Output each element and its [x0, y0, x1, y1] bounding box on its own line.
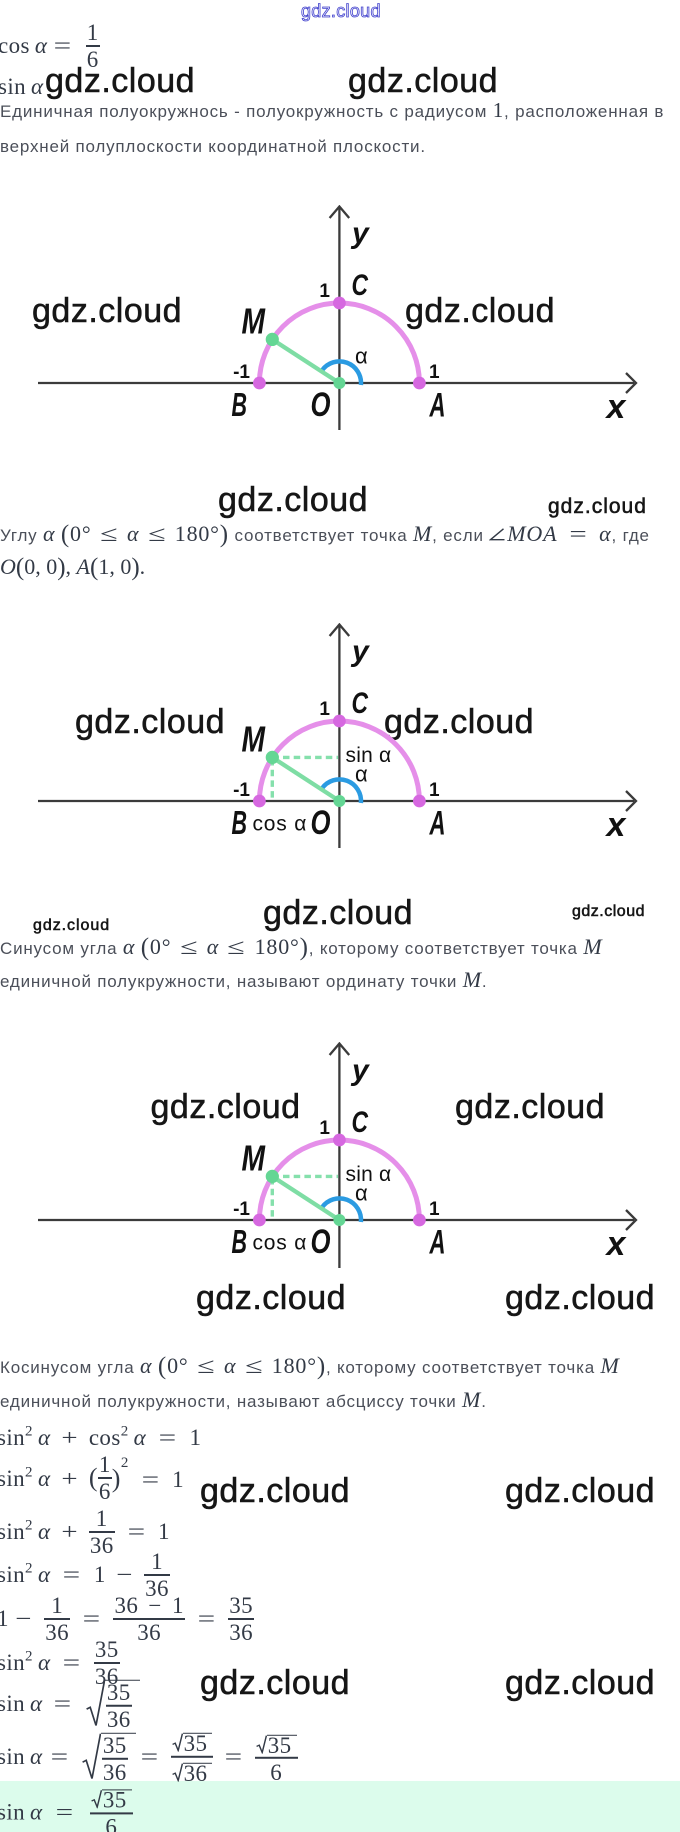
- svg-text:M: M: [242, 1138, 266, 1179]
- svg-text:α: α: [355, 344, 368, 369]
- svg-text:-1: -1: [233, 362, 250, 383]
- svg-text:sin α: sin α: [346, 744, 392, 767]
- svg-text:B: B: [232, 386, 248, 423]
- svg-text:1: 1: [319, 699, 330, 720]
- svg-text:α: α: [355, 1181, 368, 1206]
- svg-text:1: 1: [319, 281, 330, 302]
- svg-text:1: 1: [429, 362, 440, 383]
- svg-text:x: x: [605, 806, 628, 844]
- svg-text:C: C: [352, 687, 370, 720]
- svg-text:y: y: [350, 635, 370, 668]
- svg-text:A: A: [429, 1224, 446, 1262]
- svg-text:M: M: [242, 301, 266, 342]
- svg-text:1: 1: [429, 1199, 440, 1220]
- svg-text:1: 1: [319, 1118, 330, 1139]
- svg-text:B: B: [232, 1223, 248, 1260]
- svg-text:A: A: [429, 805, 446, 843]
- svg-text:O: O: [311, 1223, 331, 1261]
- svg-text:A: A: [429, 387, 446, 425]
- svg-text:sin α: sin α: [346, 1163, 392, 1186]
- svg-text:C: C: [352, 1106, 370, 1139]
- svg-text:-1: -1: [233, 1199, 250, 1220]
- svg-text:M: M: [242, 719, 266, 760]
- svg-text:-1: -1: [233, 780, 250, 801]
- svg-text:C: C: [352, 269, 370, 302]
- svg-text:cos α: cos α: [253, 813, 308, 836]
- svg-text:cos α: cos α: [253, 1232, 308, 1255]
- svg-text:B: B: [232, 804, 248, 841]
- svg-text:x: x: [605, 388, 628, 426]
- svg-text:y: y: [350, 1054, 370, 1087]
- svg-text:O: O: [311, 386, 331, 424]
- svg-text:O: O: [311, 804, 331, 842]
- svg-text:y: y: [350, 217, 370, 250]
- svg-text:α: α: [355, 762, 368, 787]
- svg-text:1: 1: [429, 780, 440, 801]
- svg-text:x: x: [605, 1225, 628, 1263]
